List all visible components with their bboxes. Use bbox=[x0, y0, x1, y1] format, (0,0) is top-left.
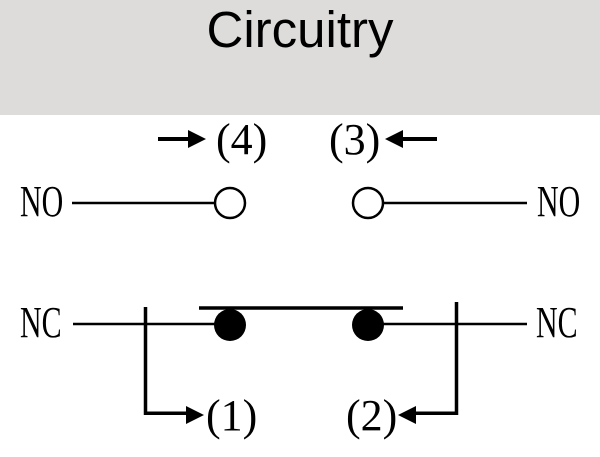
terminal-1-lead-wire bbox=[143, 307, 188, 415]
terminal-2-label: (2) bbox=[346, 391, 398, 440]
no-right-open-contact-circle bbox=[351, 186, 385, 220]
terminal-3-label: (3) bbox=[329, 115, 381, 164]
nc-left-label: NC bbox=[20, 298, 62, 347]
arrow-left-icon bbox=[385, 130, 437, 148]
terminal-1-label: (1) bbox=[206, 391, 258, 440]
page-title: Circuitry bbox=[206, 1, 394, 58]
nc-right-label: NC bbox=[536, 298, 578, 347]
arrow-left-icon bbox=[398, 406, 416, 424]
no-left-open-contact-circle bbox=[213, 186, 247, 220]
nc-left-closed-contact-dot bbox=[214, 309, 246, 341]
nc-right-closed-contact-dot bbox=[352, 309, 384, 341]
arrow-right-icon bbox=[186, 406, 204, 424]
header-band: Circuitry bbox=[0, 0, 600, 115]
terminal-4-label: (4) bbox=[216, 115, 268, 164]
arrow-right-icon bbox=[158, 130, 206, 148]
no-left-label: NO bbox=[20, 177, 64, 226]
terminal-2-lead-wire bbox=[414, 302, 459, 415]
no-right-label: NO bbox=[537, 177, 581, 226]
